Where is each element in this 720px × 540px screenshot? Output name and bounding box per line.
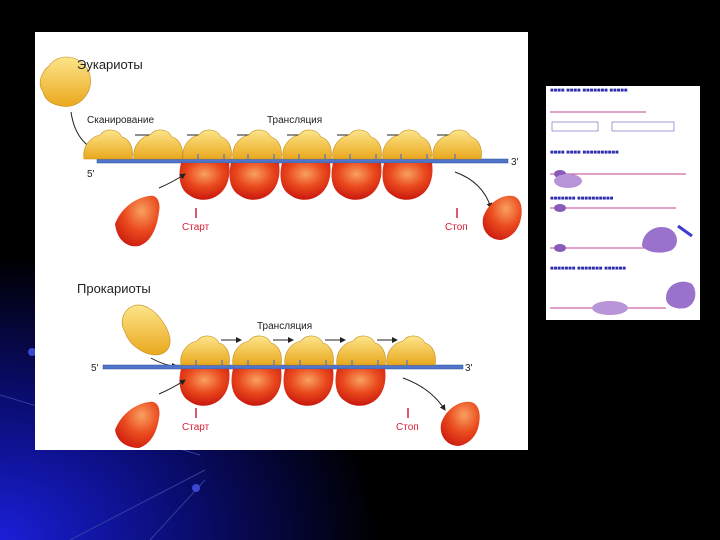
eukaryotes-translation-label: Трансляция bbox=[267, 115, 322, 126]
ribosome-large-subunit bbox=[332, 163, 382, 200]
eukaryotes-start-label: Старт bbox=[182, 222, 209, 233]
translation-initiation-figure: Эукариоты Сканирование Трансляция 5' 3' … bbox=[35, 32, 528, 450]
ribosome-large-subunit bbox=[180, 369, 230, 406]
ribosome-large-subunit bbox=[383, 163, 433, 200]
prokaryotes-5prime-label: 5' bbox=[91, 363, 98, 374]
scanning-label: Сканирование bbox=[87, 115, 154, 126]
side-diagram: ■■■■ ■■■■ ■■■■■■■ ■■■■■ ■■■■ ■■■■ ■■■■■■… bbox=[546, 86, 700, 320]
prokaryotes-start-label: Старт bbox=[182, 422, 209, 433]
prokaryotic-mrna bbox=[103, 365, 463, 369]
ribosome-large-subunit bbox=[336, 369, 386, 406]
ribosome-large-subunit bbox=[284, 369, 334, 406]
released-large-subunit bbox=[441, 402, 480, 446]
ribosome bbox=[592, 282, 695, 315]
ribosome-large-subunit bbox=[230, 163, 280, 200]
prokaryotes-3prime-label: 3' bbox=[465, 363, 472, 374]
side-line: ■■■■ ■■■■ ■■■■■■■ ■■■■■ bbox=[550, 88, 627, 94]
prokaryotes-translation-label: Трансляция bbox=[257, 321, 312, 332]
ribosome-large-subunit bbox=[232, 369, 282, 406]
scanning-small-subunit bbox=[84, 130, 133, 159]
side-line: ■■■■■■■ ■■■■■■■■■■ bbox=[550, 196, 613, 202]
ribosome-small-subunit bbox=[283, 130, 332, 159]
ribosome bbox=[642, 227, 677, 253]
prokaryotes-stop-label: Стоп bbox=[396, 422, 419, 433]
free-large-subunit bbox=[115, 402, 160, 448]
eukaryotes-5prime-label: 5' bbox=[87, 169, 94, 180]
ribosome-large-subunit bbox=[180, 163, 230, 200]
eukaryotic-mrna bbox=[97, 159, 508, 163]
eukaryotes-stop-label: Стоп bbox=[445, 222, 468, 233]
eukaryotes-3prime-label: 3' bbox=[511, 157, 518, 168]
ribosome-small-subunit bbox=[383, 130, 432, 159]
side-line: ■■■■■■■ ■■■■■■■ ■■■■■■ bbox=[550, 266, 626, 272]
ribosome-small-subunit bbox=[333, 130, 382, 159]
small-ribosome bbox=[554, 174, 582, 188]
scanning-small-subunit bbox=[134, 130, 183, 159]
free-large-subunit bbox=[115, 196, 160, 247]
eukaryotes-title: Эукариоты bbox=[77, 57, 143, 72]
ribosome-small-subunit bbox=[433, 130, 482, 159]
side-line: ■■■■ ■■■■ ■■■■■■■■■■ bbox=[550, 150, 619, 156]
free-small-subunit bbox=[122, 305, 170, 355]
ribosome-large-subunit bbox=[281, 163, 331, 200]
prokaryotes-title: Прокариоты bbox=[77, 281, 151, 296]
